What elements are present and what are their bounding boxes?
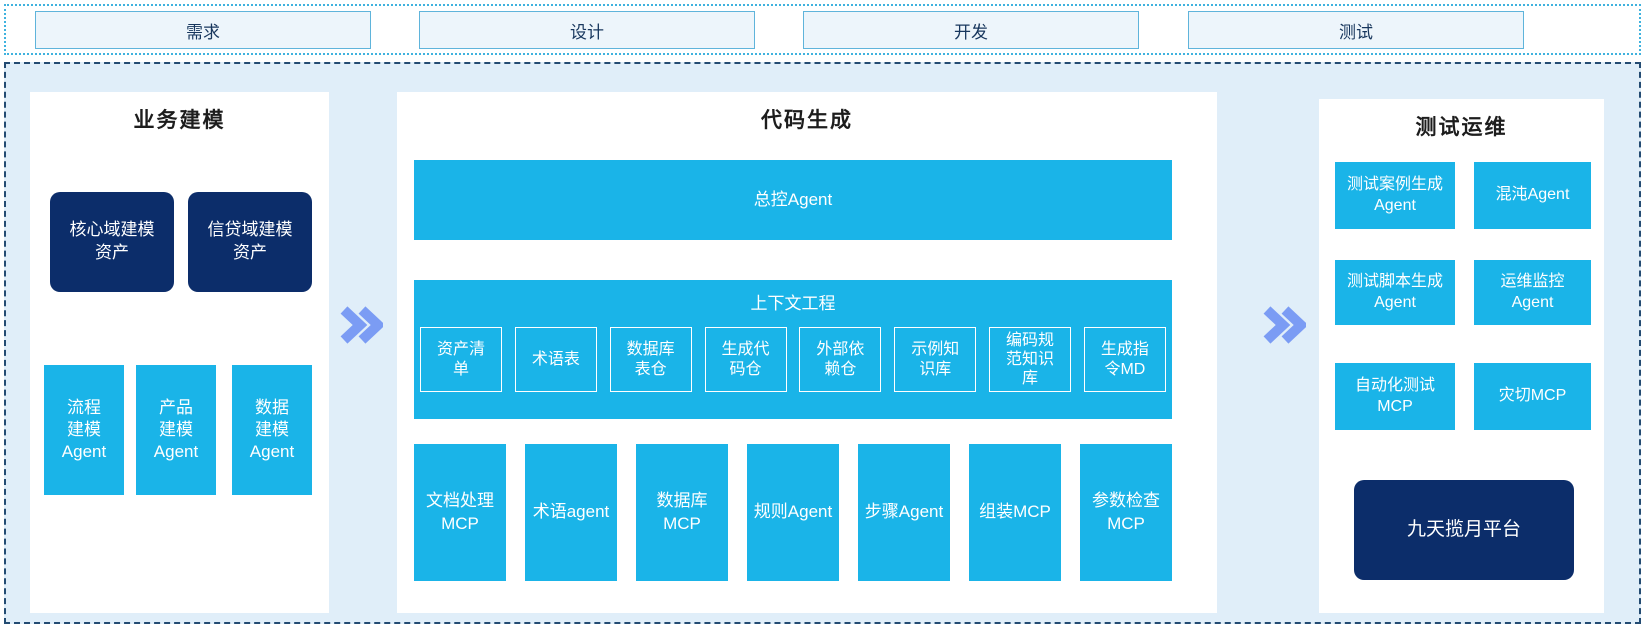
node-db-table-repo: 数据库表仓 [609, 327, 692, 392]
tools-row: 文档处理MCP 术语agent 数据库MCP 规则Agent 步骤Agent 组… [414, 444, 1172, 581]
node-chaos-agent: 混沌Agent [1474, 162, 1591, 229]
section-code-generation: 代码生成 总控Agent 上下文工程 资产清单 术语表 数据库表仓 生成代码仓 … [397, 92, 1217, 613]
node-test-case-generation-agent: 测试案例生成Agent [1335, 162, 1455, 229]
double-chevron-right-icon [340, 306, 383, 344]
phase-box-testing: 测试 [1188, 11, 1524, 49]
phase-box-requirements: 需求 [35, 11, 371, 49]
node-generated-code-repo: 生成代码仓 [704, 327, 787, 392]
node-master-control-agent: 总控Agent [414, 160, 1172, 240]
double-chevron-right-icon [1263, 306, 1306, 344]
section-title-test-ops: 测试运维 [1415, 116, 1508, 139]
panel-context-engineering: 上下文工程 资产清单 术语表 数据库表仓 生成代码仓 外部依赖仓 示例知识库 编… [414, 280, 1172, 419]
node-jiutian-lanyue-platform: 九天揽月平台 [1354, 480, 1574, 580]
section-title-business-modeling: 业务建模 [133, 109, 226, 132]
node-asset-list: 资产清单 [420, 327, 502, 392]
node-parameter-check-mcp: 参数检查MCP [1080, 444, 1172, 581]
node-ops-monitoring-agent: 运维监控Agent [1474, 260, 1591, 325]
panel-title-context-engineering: 上下文工程 [750, 294, 836, 313]
main-container: 业务建模 核心域建模资产 信贷域建模资产 流程建模Agent 产品建模Agent… [4, 62, 1641, 624]
node-assembly-mcp: 组装MCP [969, 444, 1061, 581]
node-glossary: 术语表 [514, 327, 597, 392]
node-example-knowledge-base: 示例知识库 [894, 327, 977, 392]
node-data-modeling-agent: 数据建模Agent [232, 365, 312, 495]
node-generation-instruction-md: 生成指令MD [1083, 327, 1166, 392]
context-items-row: 资产清单 术语表 数据库表仓 生成代码仓 外部依赖仓 示例知识库 编码规范知识库… [420, 327, 1166, 392]
node-test-script-generation-agent: 测试脚本生成Agent [1335, 260, 1455, 325]
node-coding-standard-knowledge-base: 编码规范知识库 [989, 327, 1072, 392]
section-business-modeling: 业务建模 核心域建模资产 信贷域建模资产 流程建模Agent 产品建模Agent… [30, 92, 329, 613]
node-step-agent: 步骤Agent [858, 444, 950, 581]
node-product-modeling-agent: 产品建模Agent [136, 365, 216, 495]
node-doc-processing-mcp: 文档处理MCP [414, 444, 506, 581]
phase-band: 需求 设计 开发 测试 [4, 4, 1641, 55]
node-process-modeling-agent: 流程建模Agent [44, 365, 124, 495]
node-external-dependency-repo: 外部依赖仓 [799, 327, 882, 392]
node-credit-domain-modeling-assets: 信贷域建模资产 [188, 192, 312, 292]
node-database-mcp: 数据库MCP [636, 444, 728, 581]
node-automated-testing-mcp: 自动化测试MCP [1335, 363, 1455, 430]
phase-box-design: 设计 [419, 11, 755, 49]
node-terminology-agent: 术语agent [525, 444, 617, 581]
node-core-domain-modeling-assets: 核心域建模资产 [50, 192, 174, 292]
section-title-code-generation: 代码生成 [761, 109, 853, 132]
section-test-ops: 测试运维 测试案例生成Agent 混沌Agent 测试脚本生成Agent 运维监… [1319, 99, 1604, 613]
node-disaster-switch-mcp: 灾切MCP [1474, 363, 1591, 430]
node-rule-agent: 规则Agent [747, 444, 839, 581]
phase-box-development: 开发 [803, 11, 1139, 49]
